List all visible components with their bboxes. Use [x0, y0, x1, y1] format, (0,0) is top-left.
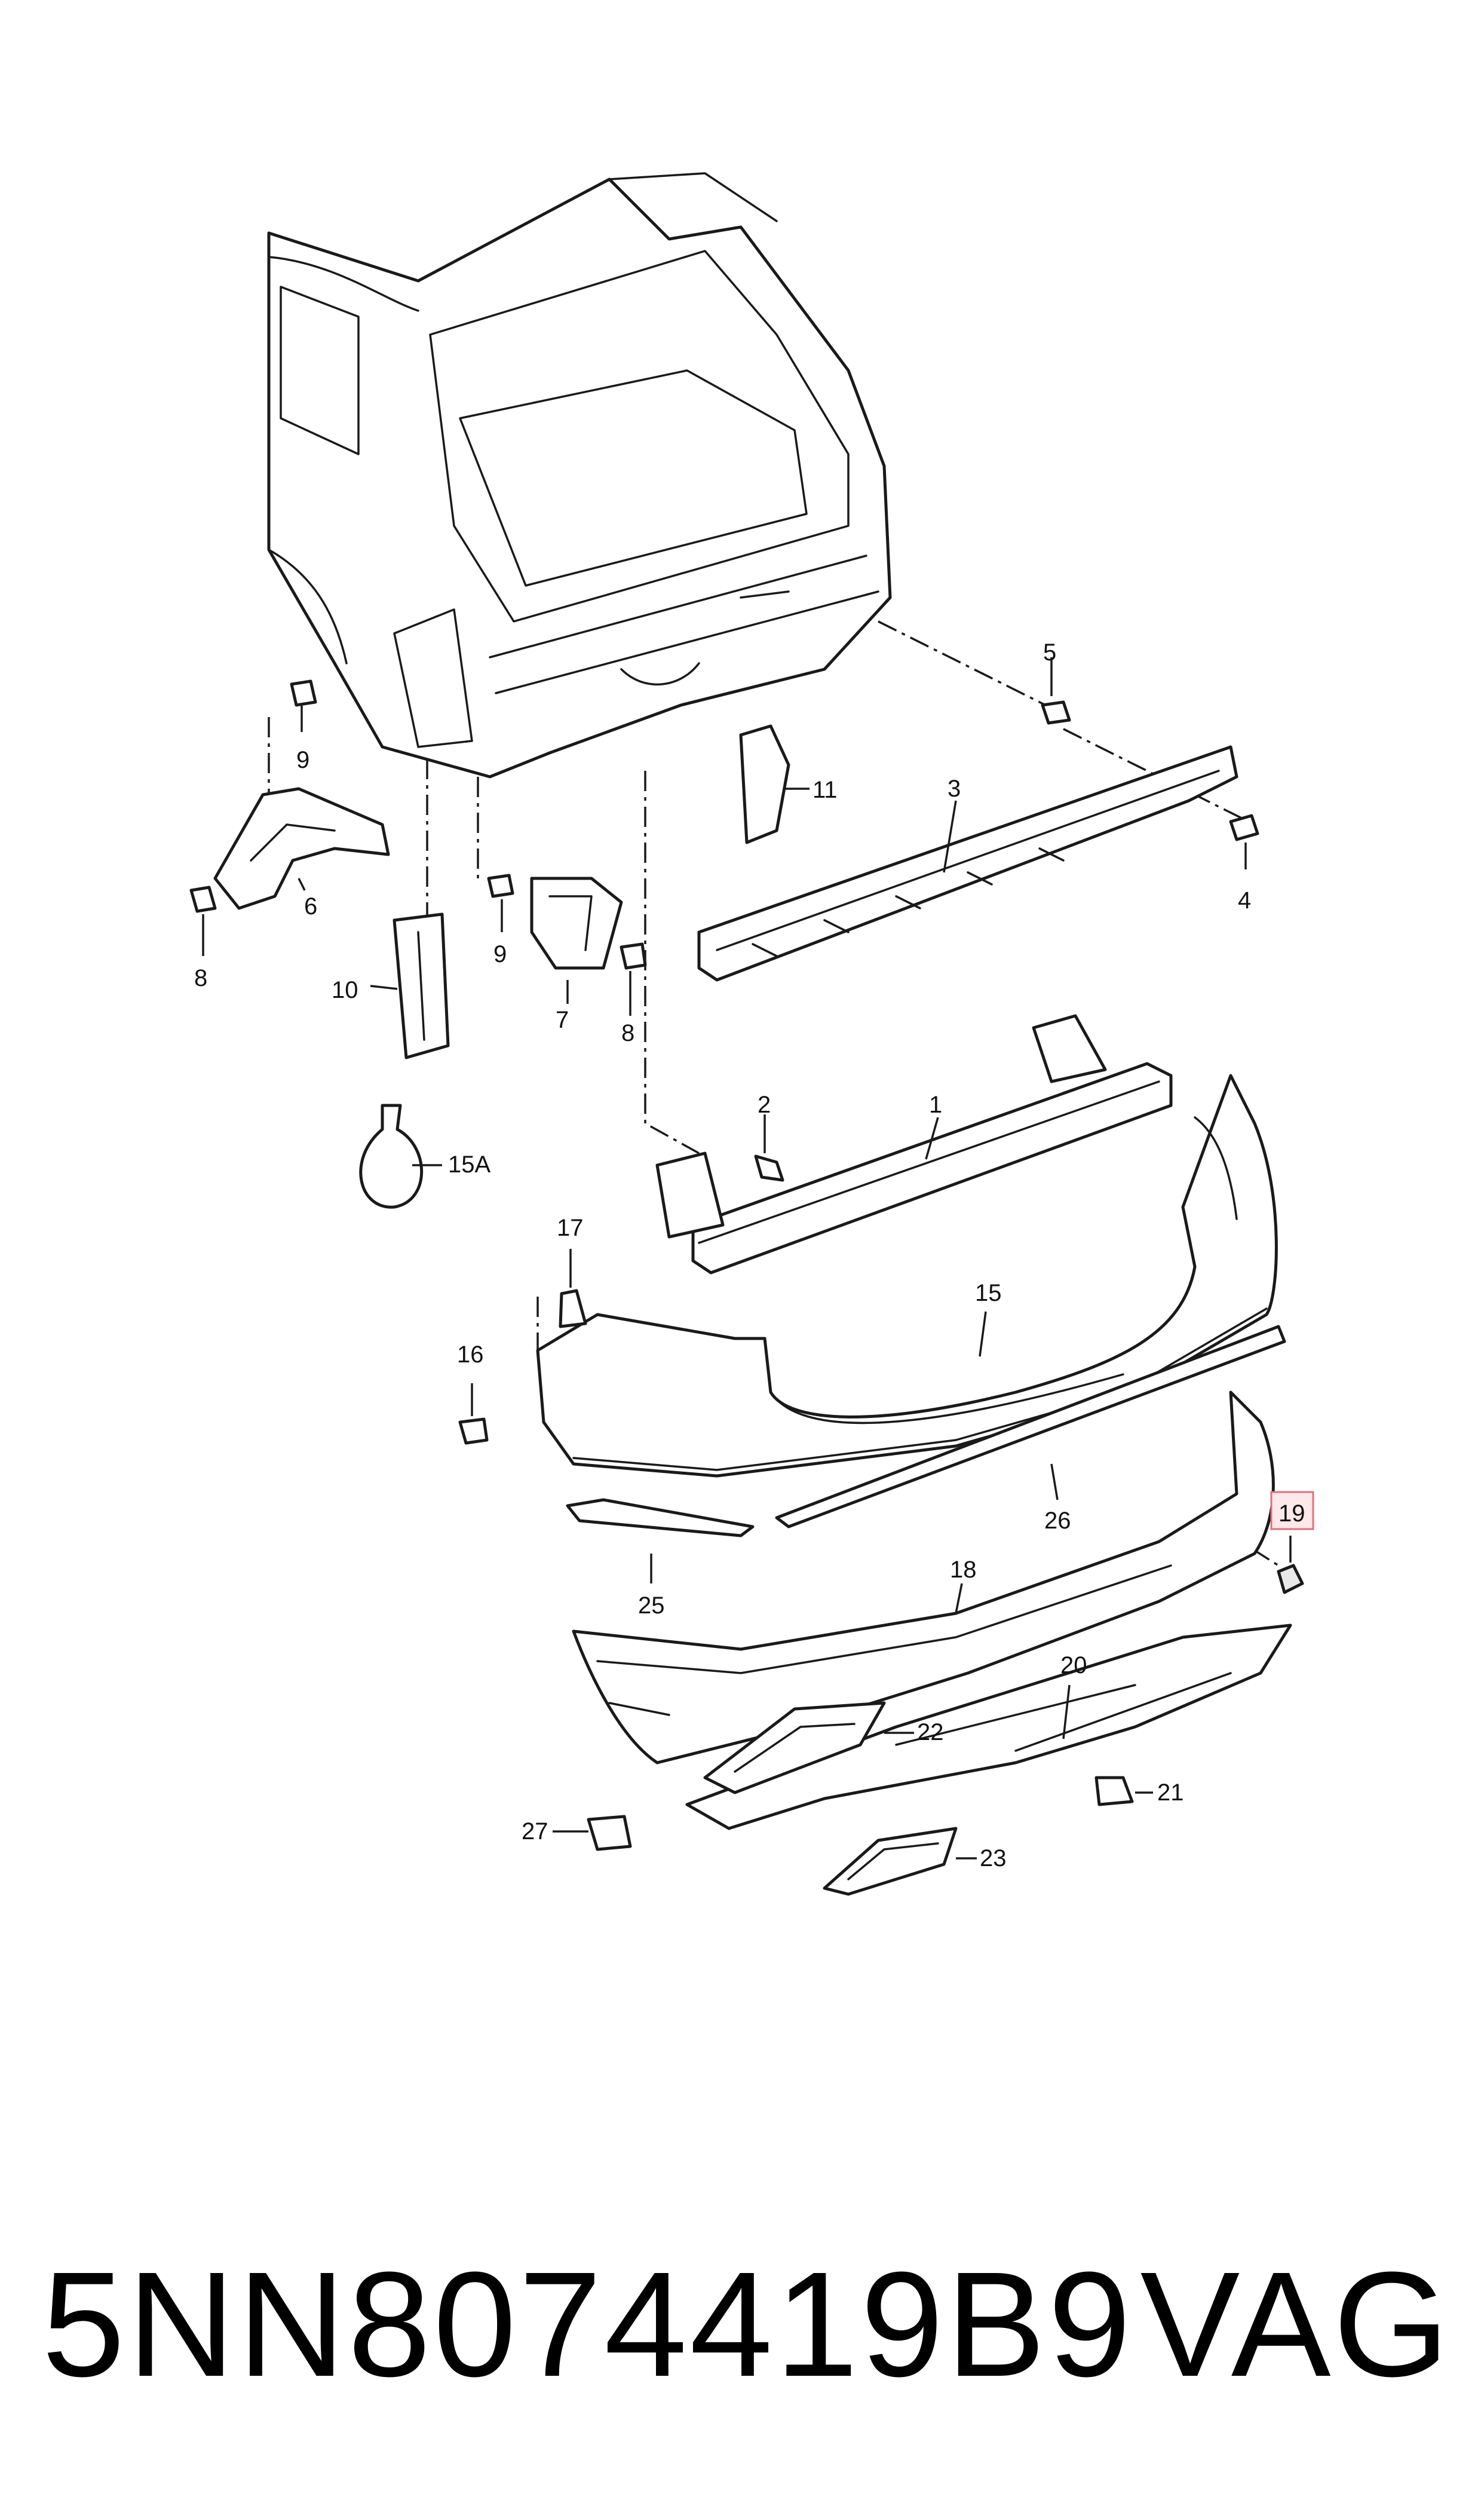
callout-1: 1	[929, 1092, 942, 1118]
callout-11: 11	[812, 777, 838, 803]
callout-labels: 1 2 3 4 5 6 7 8 8 9 9 10 11 15 15A 16 17…	[194, 639, 1305, 1871]
part-16-bolt	[458, 1417, 489, 1445]
callout-21: 21	[1157, 1779, 1184, 1806]
callout-8a: 8	[194, 965, 207, 991]
leader-lines	[202, 657, 1292, 1860]
callout-4: 4	[1238, 887, 1251, 914]
part-1-bumper-carrier	[655, 1014, 1173, 1275]
callout-23: 23	[980, 1845, 1007, 1871]
callout-3: 3	[948, 776, 961, 802]
callout-8b: 8	[621, 1020, 634, 1046]
callout-9a: 9	[296, 747, 309, 773]
callout-2: 2	[758, 1092, 771, 1118]
part-15a-paint-bag	[359, 1104, 424, 1209]
part-17-clip	[559, 1289, 587, 1328]
part-21-clip	[1094, 1776, 1134, 1806]
footer-caption: 5NN8074419B9 VAG	[42, 2235, 1452, 2414]
callout-18: 18	[950, 1557, 977, 1583]
callout-20: 20	[1060, 1652, 1087, 1678]
part-19-cap	[1277, 1564, 1304, 1594]
callout-19: 19	[1278, 1500, 1305, 1527]
part-10-guide	[393, 912, 450, 1059]
callout-16: 16	[457, 1341, 484, 1368]
part-26-strip	[775, 1325, 1286, 1528]
part-8-nuts	[189, 886, 647, 970]
callout-22: 22	[917, 1719, 944, 1745]
callout-5: 5	[1043, 639, 1056, 666]
part-3-energy-absorber	[697, 745, 1238, 982]
part-7-bracket	[530, 877, 623, 970]
part-19-highlight-box	[1270, 1491, 1314, 1530]
exploded-parts-diagram: 1 2 3 4 5 6 7 8 8 9 9 10 11 15 15A 16 17…	[189, 172, 1314, 1896]
part-9-screws	[290, 679, 514, 898]
part-11-bracket	[739, 724, 790, 844]
part-15-bumper-cover	[536, 1074, 1278, 1478]
callout-25: 25	[638, 1592, 665, 1619]
callout-27: 27	[522, 1818, 548, 1845]
part-6-bracket	[213, 787, 390, 910]
callout-6: 6	[304, 893, 317, 920]
part-22-exhaust-trim	[703, 1701, 886, 1794]
callout-17: 17	[557, 1215, 584, 1241]
part-number: 5NN8074419B9	[42, 2241, 1134, 2407]
callout-9b: 9	[493, 941, 507, 967]
part-2-bolt	[754, 1154, 784, 1182]
callout-26: 26	[1044, 1508, 1071, 1534]
part-25-trim	[566, 1498, 755, 1537]
part-4-nut	[1229, 814, 1259, 841]
callout-15a: 15A	[448, 1151, 490, 1178]
part-27-bracket	[587, 1815, 632, 1851]
part-20-diffuser	[685, 1623, 1292, 1830]
callout-10: 10	[332, 977, 358, 1003]
part-18-lower-bumper	[572, 1390, 1275, 1765]
part-5-screw	[1041, 700, 1071, 725]
brand-name: VAG	[1140, 2241, 1452, 2407]
vehicle-rear-body	[267, 172, 892, 779]
callout-7: 7	[556, 1007, 569, 1033]
callout-15: 15	[975, 1280, 1002, 1306]
part-23-exhaust-trim	[823, 1827, 958, 1896]
